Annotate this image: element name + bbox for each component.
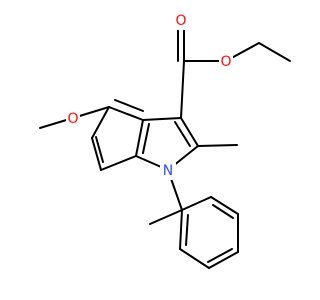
- bond-c5-c4: [108, 106, 144, 121]
- bond-c3-c2: [180, 117, 199, 147]
- indole-nitrogen-atom: N: [160, 162, 176, 180]
- bond-aryl-c2-c3: [210, 196, 239, 215]
- carbonyl-oxygen-atom: O: [174, 12, 188, 30]
- bond-aryl-c1-c2: [181, 196, 212, 211]
- bond-aryl-c4-c5: [208, 251, 239, 269]
- carbonyl-oxygen-label: O: [175, 13, 186, 29]
- bond-c3a-c7a: [135, 119, 144, 157]
- bond-c7a-c7: [100, 155, 137, 171]
- bond-carbonyl-c3: [180, 60, 185, 119]
- bond-aryl-c6-c1-inner: [185, 214, 189, 246]
- bond-c3a-c3: [142, 117, 182, 121]
- atom-labels: O O O N: [66, 12, 233, 180]
- indole-nitrogen-label: N: [163, 163, 173, 179]
- bond-c5-c4-inner: [114, 99, 144, 112]
- bond-aryl-c1-methyl: [149, 209, 183, 225]
- bond-aryl-c4-c5-inner: [207, 248, 233, 263]
- bond-c3-c2-inner: [174, 121, 191, 147]
- molecule-structure: O O O N: [39, 12, 291, 269]
- methoxy-oxygen-label: O: [67, 111, 78, 127]
- ester-oxygen-label: O: [220, 54, 231, 70]
- bond-ethyl-ch3-ch2: [258, 42, 291, 62]
- bond-aryl-c5-c6: [179, 248, 210, 269]
- ester-oxygen-atom: O: [219, 53, 233, 71]
- bond-c6-c5: [91, 106, 110, 139]
- bond-c3a-c7a-inner: [142, 123, 150, 154]
- bond-c2-methyl: [197, 144, 238, 147]
- bond-c7-c6: [91, 137, 102, 171]
- bond-aryl-c6-c1: [179, 209, 183, 250]
- bonds: [39, 21, 291, 269]
- methoxy-oxygen-atom: O: [66, 110, 80, 128]
- bond-aryl-c2-c3-inner: [212, 204, 234, 219]
- bond-c7-c6-inner: [95, 136, 104, 163]
